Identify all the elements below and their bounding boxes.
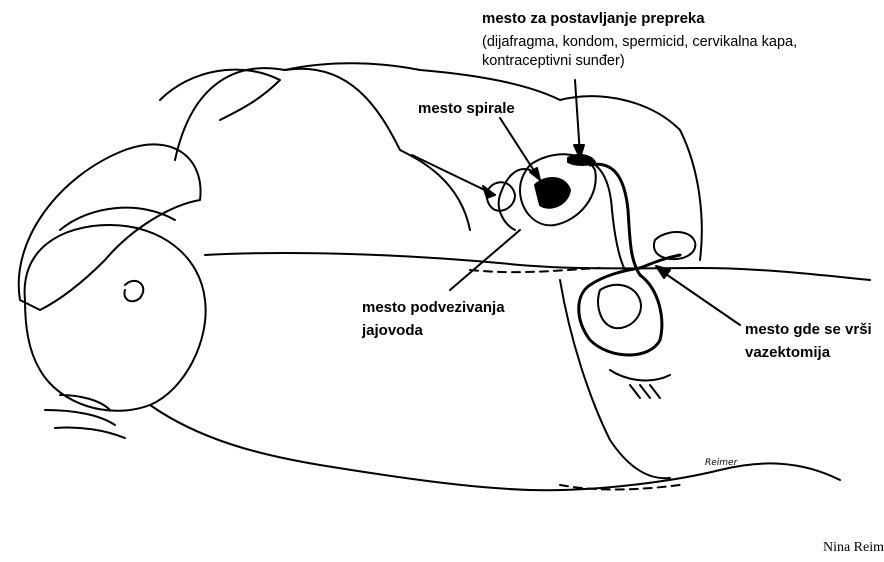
spine-stub bbox=[630, 385, 660, 398]
female-back bbox=[285, 63, 702, 260]
female-arm bbox=[160, 70, 280, 120]
female-head bbox=[60, 208, 175, 230]
male-head bbox=[25, 225, 206, 411]
male-torso-line bbox=[205, 253, 870, 280]
arrow-iud-head bbox=[530, 168, 540, 180]
label-barrier-line1: (dijafragma, kondom, spermicid, cervikal… bbox=[482, 33, 797, 51]
male-hand bbox=[45, 395, 125, 438]
label-vasectomy-line1: mesto gde se vrši bbox=[745, 321, 872, 339]
label-tubal-line2: jajovoda bbox=[362, 322, 423, 340]
label-iud: mesto spirale bbox=[418, 100, 515, 118]
testis bbox=[598, 285, 641, 328]
label-barrier-title: mesto za postavljanje prepreka bbox=[482, 10, 705, 28]
male-ear bbox=[124, 281, 143, 301]
female-shoulder bbox=[175, 68, 470, 230]
rectum bbox=[610, 370, 670, 380]
label-barrier-line2: kontraceptivni sunđer) bbox=[482, 52, 625, 70]
female-hair bbox=[19, 144, 201, 310]
arrow-barrier bbox=[575, 80, 580, 155]
arrow-tubal bbox=[412, 155, 495, 195]
male-back bbox=[150, 405, 840, 490]
iud-region bbox=[535, 178, 570, 208]
illustrator-credit: Nina Reim bbox=[823, 540, 884, 556]
arrow-vasectomy bbox=[660, 270, 740, 325]
artist-signature: Reimer bbox=[705, 458, 739, 468]
label-tubal-line1: mesto podvezivanja bbox=[362, 299, 505, 317]
label-vasectomy-line2: vazektomija bbox=[745, 344, 830, 362]
